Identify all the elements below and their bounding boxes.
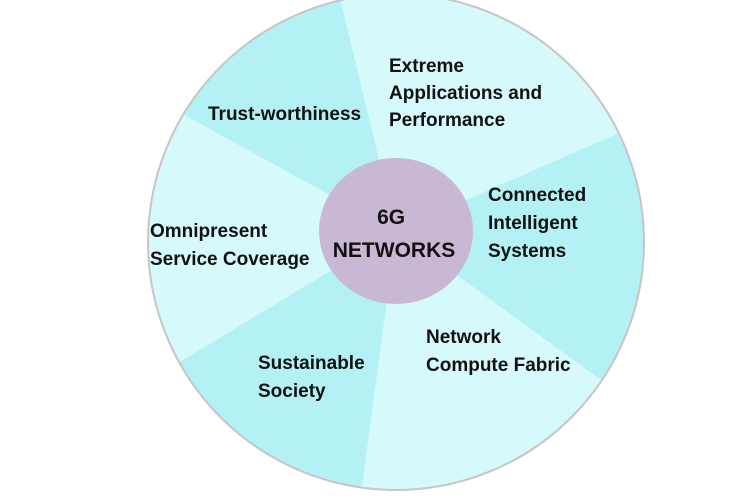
segment-label-network-compute: Network Compute Fabric: [426, 327, 571, 376]
segment-label-trust: Trust-worthiness: [208, 104, 361, 125]
segment-label-connected: Connected Intelligent Systems: [488, 185, 591, 262]
segment-label-sustainable: Sustainable Society: [258, 353, 370, 402]
center-title-line2: NETWORKS: [333, 239, 456, 262]
segment-label-extreme: Extreme Applications and Performance: [389, 56, 547, 131]
center-hub: [319, 158, 473, 304]
segment-label-omnipresent: Omnipresent Service Coverage: [150, 221, 310, 270]
center-title-line1: 6G: [377, 206, 405, 229]
center-title: 6G NETWORKS: [333, 206, 456, 262]
wheel-outline: [147, 0, 645, 491]
